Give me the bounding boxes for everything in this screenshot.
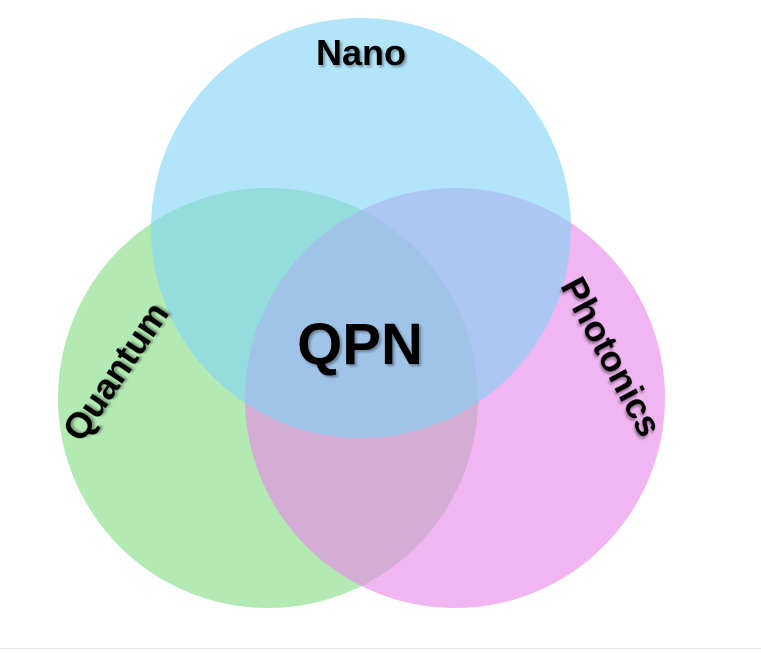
nano-circle xyxy=(151,18,571,438)
nano-label: Nano xyxy=(316,32,406,73)
bottom-divider xyxy=(0,648,761,649)
center-label: QPN xyxy=(297,312,423,377)
